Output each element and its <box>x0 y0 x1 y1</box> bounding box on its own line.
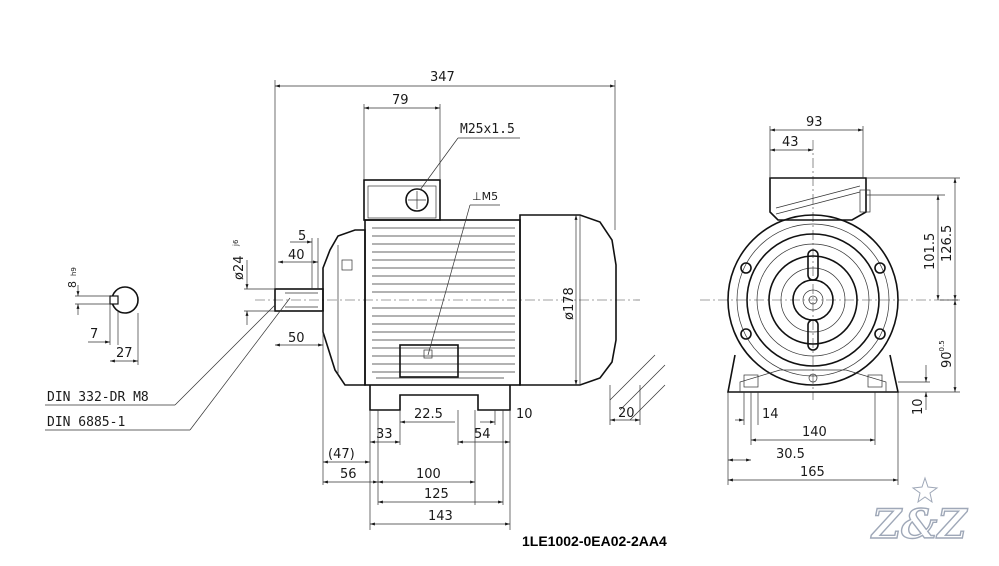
fan-cowl <box>519 214 617 386</box>
overall-length-dim: 347 <box>430 70 455 85</box>
base-length-dim: 143 <box>428 509 453 524</box>
shaft-to-foot-dim: 56 <box>340 467 357 482</box>
end-feet <box>727 354 899 393</box>
side-view-dimensions: 347 79 M25x1.5 ⊥M5 ø178 ø24 j6 5 40 <box>45 70 641 530</box>
motor-side-view <box>255 179 666 421</box>
shaft-length-dim: 50 <box>288 331 305 346</box>
foot-span-dim: 125 <box>424 487 449 502</box>
base-allowance-dim: 20 <box>618 406 635 421</box>
shaft-height-tolerance: -0.5 <box>938 340 946 354</box>
key-width-label: 8 <box>66 281 79 288</box>
cable-gland-label: M25x1.5 <box>460 122 515 137</box>
base-width-dim: 165 <box>800 465 825 480</box>
din-332-note: DIN 332-DR M8 <box>47 390 149 405</box>
terminal-box <box>363 179 441 221</box>
foot-clearance-dim: 33 <box>376 427 393 442</box>
shaft-key-section: 8 h9 7 27 <box>66 267 139 365</box>
frame-outline <box>727 214 899 386</box>
watermark-text: Z&Z <box>870 501 968 548</box>
shaft-key-length-dim: 40 <box>288 248 305 263</box>
part-number: 1LE1002-0EA02-2AA4 <box>522 533 667 549</box>
foot-hole-spacing-dim: 100 <box>416 467 441 482</box>
shaft-diameter-dim: ø24 <box>232 256 247 281</box>
key-tolerance-label: h9 <box>70 267 78 276</box>
shaft-shoulder-dim: 5 <box>298 229 306 244</box>
foot-length-dim: 54 <box>474 427 491 442</box>
motor-feet <box>369 385 511 411</box>
motor-end-view <box>700 140 960 400</box>
brand-watermark-logo: Z&Z <box>869 476 969 549</box>
center-to-box-dim: 101.5 <box>923 233 938 270</box>
foot-offset-dim: 22.5 <box>414 407 443 422</box>
earth-thread-label: ⊥M5 <box>472 190 498 203</box>
terminal-box-offset-dim: 79 <box>392 93 409 108</box>
key-height-label: 27 <box>116 346 133 361</box>
frame-diameter-dim: ø178 <box>562 287 577 320</box>
end-terminal-box <box>769 177 867 221</box>
top-to-center-dim: 126.5 <box>940 225 955 262</box>
cable-gland <box>405 188 429 212</box>
box-offset-dim: 43 <box>782 135 799 150</box>
foot-height-dim: 10 <box>516 407 533 422</box>
shaft-height-dim: 90 <box>940 351 955 368</box>
key-depth-label: 7 <box>90 327 98 342</box>
end-foot-hole-spacing-dim: 140 <box>802 425 827 440</box>
foot-edge-dim: 30.5 <box>776 447 805 462</box>
foot-thickness-dim: 10 <box>911 398 926 415</box>
din-6885-note: DIN 6885-1 <box>47 415 125 430</box>
foot-hole-dim: 14 <box>762 407 779 422</box>
box-width-dim: 93 <box>806 115 823 130</box>
shaft-ref-bracket-dim: (47) <box>328 447 355 462</box>
end-view-dimensions: 93 43 101.5 126.5 90 -0.5 10 14 140 <box>727 115 960 485</box>
shaft-tolerance-label: j6 <box>232 239 240 247</box>
